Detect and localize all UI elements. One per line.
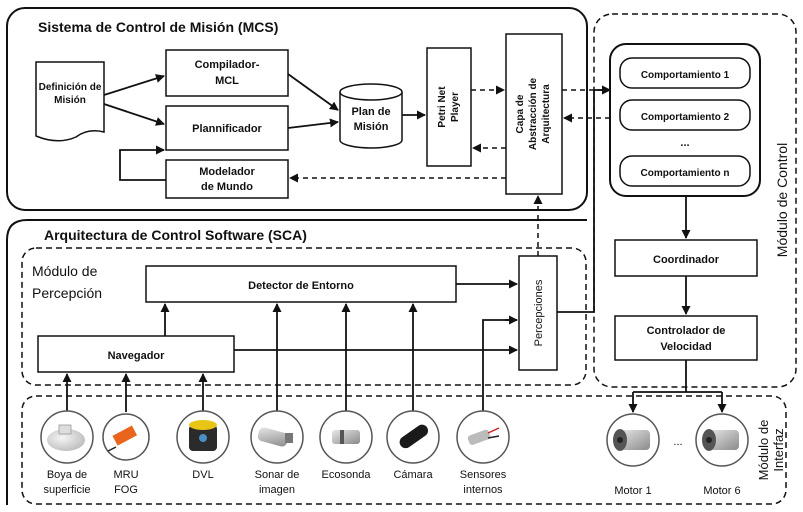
modelador-line-1: Modelador bbox=[199, 166, 255, 178]
definicion-line-2: Misión bbox=[54, 95, 86, 106]
comportamiento-n-box bbox=[619, 155, 751, 187]
capa-abstraccion-box bbox=[505, 33, 563, 195]
comportamiento-ellipsis: ... bbox=[680, 137, 689, 149]
motor-1-label: Motor 1 bbox=[614, 485, 651, 497]
sca-frame bbox=[6, 219, 587, 505]
definicion-line-1: Definición de bbox=[39, 82, 102, 93]
compilador-line-1: Compilador- bbox=[195, 59, 260, 71]
sensor-sonar-line-1: Sonar de bbox=[255, 469, 300, 481]
capa-line-3: Arquitectura bbox=[541, 84, 552, 144]
arrow-def-to-planificador bbox=[103, 103, 165, 126]
compilador-box bbox=[165, 49, 289, 97]
arrow-compilador-to-plan bbox=[287, 73, 339, 111]
comportamiento-1-box bbox=[619, 57, 751, 89]
sensor-internos-line-1: Sensores bbox=[460, 469, 507, 481]
petri-line-2: Player bbox=[450, 92, 461, 122]
sensor-mru-fog bbox=[102, 413, 150, 461]
sensor-boya-line-2: superficie bbox=[43, 484, 90, 496]
sensor-boya bbox=[40, 410, 94, 464]
comportamiento-2-box bbox=[619, 99, 751, 131]
comportamiento-n-label: Comportamiento n bbox=[641, 168, 730, 179]
sensor-sonar bbox=[250, 410, 304, 464]
arrow-planificador-to-plan bbox=[287, 118, 339, 129]
sca-title: Arquitectura de Control Software (SCA) bbox=[44, 227, 307, 243]
plan-line-2: Misión bbox=[354, 121, 389, 133]
mcs-title: Sistema de Control de Misión (MCS) bbox=[38, 19, 278, 35]
motor-6-icon bbox=[695, 413, 749, 467]
navegador-box bbox=[37, 335, 235, 373]
definicion-mision-box bbox=[35, 61, 105, 142]
modelador-line-2: de Mundo bbox=[201, 181, 253, 193]
control-module-title: Módulo de Control bbox=[774, 143, 790, 257]
percepcion-line-2: Percepción bbox=[32, 285, 102, 301]
petri-net-player-box bbox=[426, 47, 472, 167]
plan-line-1: Plan de bbox=[351, 106, 390, 118]
percepciones-box bbox=[518, 255, 558, 371]
sensor-sonar-line-2: imagen bbox=[259, 484, 295, 496]
sensor-camara-label: Cámara bbox=[393, 469, 433, 481]
sensor-ecosonda bbox=[319, 410, 373, 464]
line-sensores-to-percepciones bbox=[482, 319, 517, 412]
arrow-def-to-compilador bbox=[103, 74, 165, 96]
percepcion-line-1: Módulo de bbox=[32, 263, 98, 279]
interfaz-line-2: Interfaz bbox=[771, 428, 786, 471]
navegador-label: Navegador bbox=[108, 350, 166, 362]
sensor-dvl bbox=[176, 410, 230, 464]
plan-mision-cylinder bbox=[339, 83, 403, 149]
coordinador-label: Coordinador bbox=[653, 254, 720, 266]
sensor-dvl-label: DVL bbox=[192, 469, 213, 481]
interfaz-line-1: Módulo de bbox=[756, 420, 771, 481]
motor-1-icon bbox=[606, 413, 660, 467]
line-percepciones-to-control bbox=[557, 90, 595, 313]
motor-6-label: Motor 6 bbox=[703, 485, 740, 497]
capa-line-2: Abstracción de bbox=[528, 77, 539, 150]
compilador-line-2: MCL bbox=[215, 75, 239, 87]
petri-line-1: Petri Net bbox=[437, 86, 448, 128]
controlador-line-2: Velocidad bbox=[660, 341, 711, 353]
capa-line-1: Capa de bbox=[515, 94, 526, 133]
controlador-velocidad-box bbox=[614, 315, 758, 361]
mcs-frame bbox=[6, 7, 588, 211]
sensor-ecosonda-label: Ecosonda bbox=[322, 469, 372, 481]
planificador-label: Plannificador bbox=[192, 123, 262, 135]
sensor-internos-line-2: internos bbox=[463, 484, 503, 496]
comportamiento-1-label: Comportamiento 1 bbox=[641, 70, 730, 81]
motor-ellipsis: ... bbox=[673, 436, 682, 448]
comportamiento-2-label: Comportamiento 2 bbox=[641, 112, 730, 123]
percepciones-label: Percepciones bbox=[533, 279, 545, 346]
controlador-line-1: Controlador de bbox=[647, 325, 726, 337]
percepcion-module-frame bbox=[21, 247, 587, 386]
sensor-mru-line-1: MRU bbox=[113, 469, 138, 481]
detector-label: Detector de Entorno bbox=[248, 280, 354, 292]
sensor-boya-line-1: Boya de bbox=[47, 469, 87, 481]
planificador-box bbox=[165, 105, 289, 151]
sensor-internos bbox=[456, 410, 510, 464]
modelador-box bbox=[165, 159, 289, 199]
arrow-modelador-to-planificador bbox=[119, 145, 166, 181]
sensor-mru-line-2: FOG bbox=[114, 484, 138, 496]
sensor-camara bbox=[386, 410, 440, 464]
